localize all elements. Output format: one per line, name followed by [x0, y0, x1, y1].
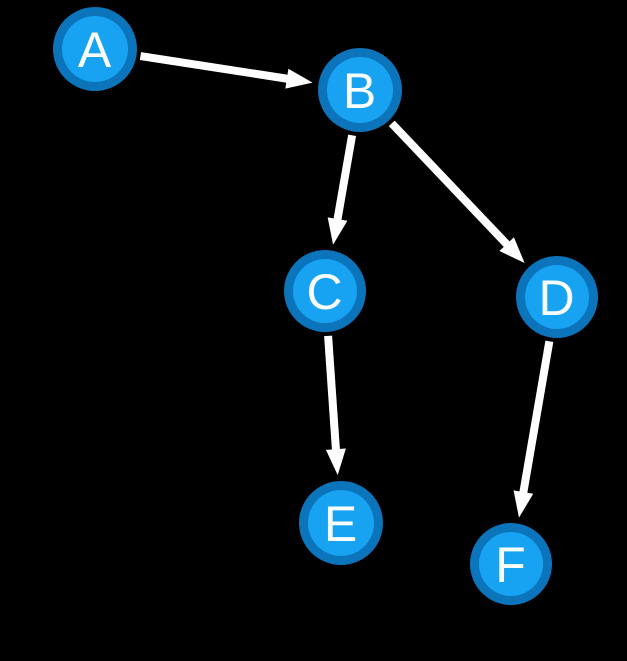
graph-node-A[interactable]: A — [53, 7, 137, 91]
node-circle — [308, 490, 374, 556]
edge-line — [139, 52, 290, 83]
node-circle — [479, 532, 543, 596]
graph-node-D[interactable]: D — [516, 256, 598, 338]
edge-B-C — [327, 134, 357, 245]
node-label: F — [495, 537, 527, 593]
node-circle — [327, 57, 393, 123]
edge-line — [333, 134, 357, 222]
edge-line — [519, 340, 554, 495]
arrowhead — [285, 68, 313, 89]
arrowhead — [513, 490, 534, 518]
edge-line — [324, 335, 341, 452]
graph-node-B[interactable]: B — [318, 48, 402, 132]
edge-D-F — [513, 340, 554, 518]
arrowhead — [327, 217, 348, 245]
edge-B-D — [388, 120, 525, 263]
node-circle — [293, 259, 357, 323]
edge-A-B — [139, 52, 313, 89]
graph-node-C[interactable]: C — [284, 250, 366, 332]
node-circle — [525, 265, 589, 329]
node-label: B — [343, 63, 377, 119]
edge-C-E — [324, 335, 346, 476]
node-label: A — [78, 22, 112, 78]
node-label: D — [538, 270, 575, 326]
graph-node-F[interactable]: F — [470, 523, 552, 605]
graph-node-E[interactable]: E — [299, 481, 383, 565]
arrowhead — [499, 237, 525, 263]
node-label: C — [306, 264, 343, 320]
edge-line — [388, 120, 511, 249]
node-circle — [62, 16, 128, 82]
node-label: E — [324, 496, 358, 552]
arrowhead — [325, 448, 346, 476]
